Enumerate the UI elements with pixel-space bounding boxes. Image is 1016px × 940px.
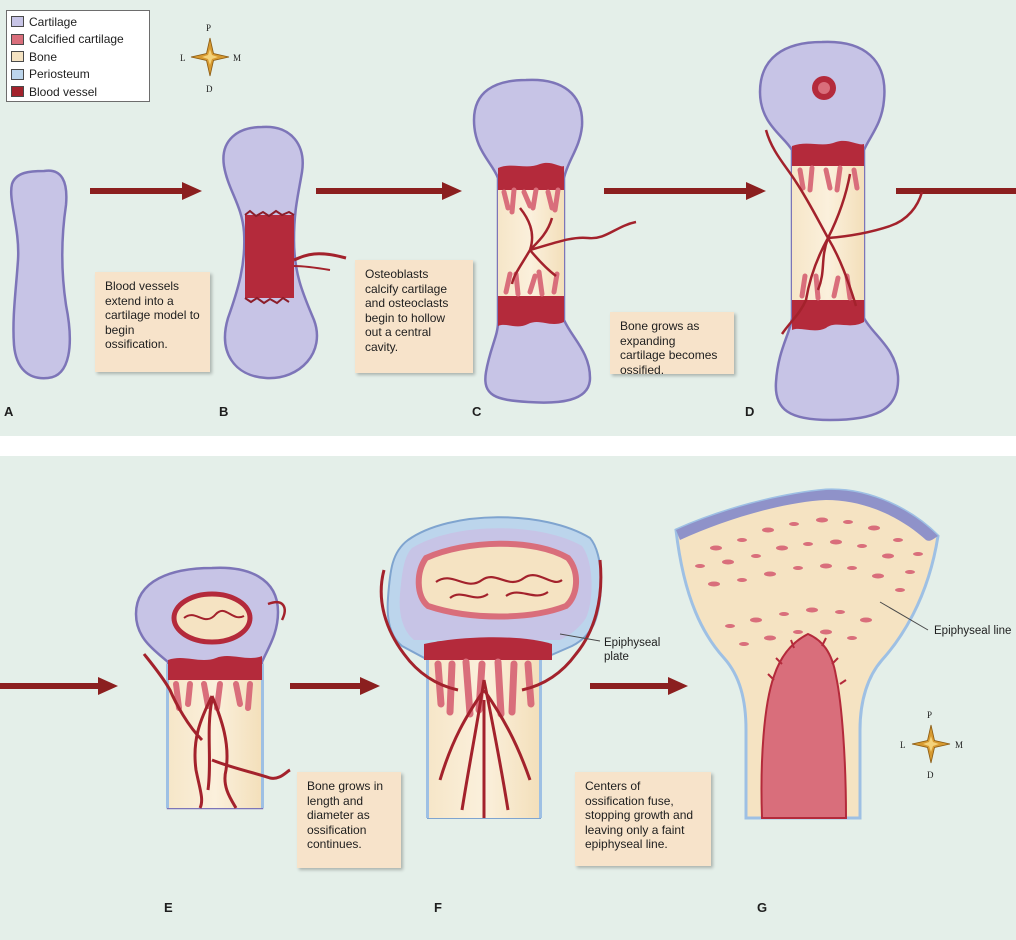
epiphyseal-plate-label: Epiphyseal plate [604, 637, 661, 663]
compass-label-p: P [927, 710, 933, 720]
blood-vessel-swatch-icon [11, 86, 24, 98]
stage-label-g: G [757, 900, 768, 915]
legend-item-periosteum: Periosteum [11, 66, 145, 84]
stage-label-c: C [472, 404, 482, 419]
stage-label-d: D [745, 404, 755, 419]
arrow-d-to-e-icon [896, 188, 1016, 194]
compass-label-m: M [955, 740, 964, 750]
legend: Cartilage Calcified cartilage Bone Perio… [6, 10, 150, 102]
spongy-bone-pattern [695, 517, 923, 646]
arrow-b-to-c-icon [316, 182, 462, 200]
legend-item-blood-vessel: Blood vessel [11, 83, 145, 101]
compass-label-l: L [900, 740, 906, 750]
arrow-into-e-icon [0, 677, 118, 695]
caption-stage-c: Osteoblasts calcify cartilage and osteoc… [355, 260, 473, 373]
stage-label-e: E [164, 900, 173, 915]
legend-item-bone: Bone [11, 48, 145, 66]
bone-swatch-icon [11, 51, 24, 63]
epiphyseal-line-label: Epiphyseal line [934, 625, 1012, 637]
caption-stage-f: Centers of ossification fuse, stopping g… [575, 772, 711, 866]
compass-label-p: P [206, 23, 212, 33]
caption-stage-d: Bone grows as expanding cartilage become… [610, 312, 734, 377]
compass-label-d: D [927, 770, 934, 780]
legend-item-calcified-cartilage: Calcified cartilage [11, 31, 145, 49]
compass-label-m: M [233, 53, 242, 63]
compass-rose-bottom-icon [911, 724, 951, 764]
legend-item-cartilage: Cartilage [11, 13, 145, 31]
compass-label-l: L [180, 53, 186, 63]
arrow-f-to-g-icon [590, 677, 688, 695]
arrow-a-to-b-icon [90, 182, 202, 200]
bone-stage-a [9, 169, 72, 380]
arrow-e-to-f-icon [290, 677, 380, 695]
caption-stage-b: Blood vessels extend into a cartilage mo… [95, 272, 210, 372]
bone-stage-c [472, 78, 637, 404]
caption-stage-e: Bone grows in length and diameter as oss… [297, 772, 401, 868]
stage-label-f: F [434, 900, 442, 915]
legend-label: Cartilage [29, 14, 78, 29]
legend-label: Blood vessel [29, 84, 98, 99]
process-arrows [0, 182, 1016, 695]
bone-stage-f [379, 516, 603, 819]
stage-label-b: B [219, 404, 229, 419]
compass-rose-top-icon [190, 37, 230, 77]
bone-stage-g [674, 488, 940, 820]
legend-label: Periosteum [29, 67, 90, 82]
bone-stage-d [758, 40, 924, 422]
cartilage-swatch-icon [11, 16, 24, 28]
stage-label-a: A [4, 404, 14, 419]
legend-label: Calcified cartilage [29, 32, 124, 47]
legend-label: Bone [29, 49, 58, 64]
calcified-cartilage-swatch-icon [11, 33, 24, 45]
arrow-c-to-d-icon [604, 182, 766, 200]
periosteum-swatch-icon [11, 68, 24, 80]
bone-stage-b [222, 125, 347, 380]
bone-stage-e [134, 566, 291, 810]
compass-label-d: D [206, 84, 213, 94]
